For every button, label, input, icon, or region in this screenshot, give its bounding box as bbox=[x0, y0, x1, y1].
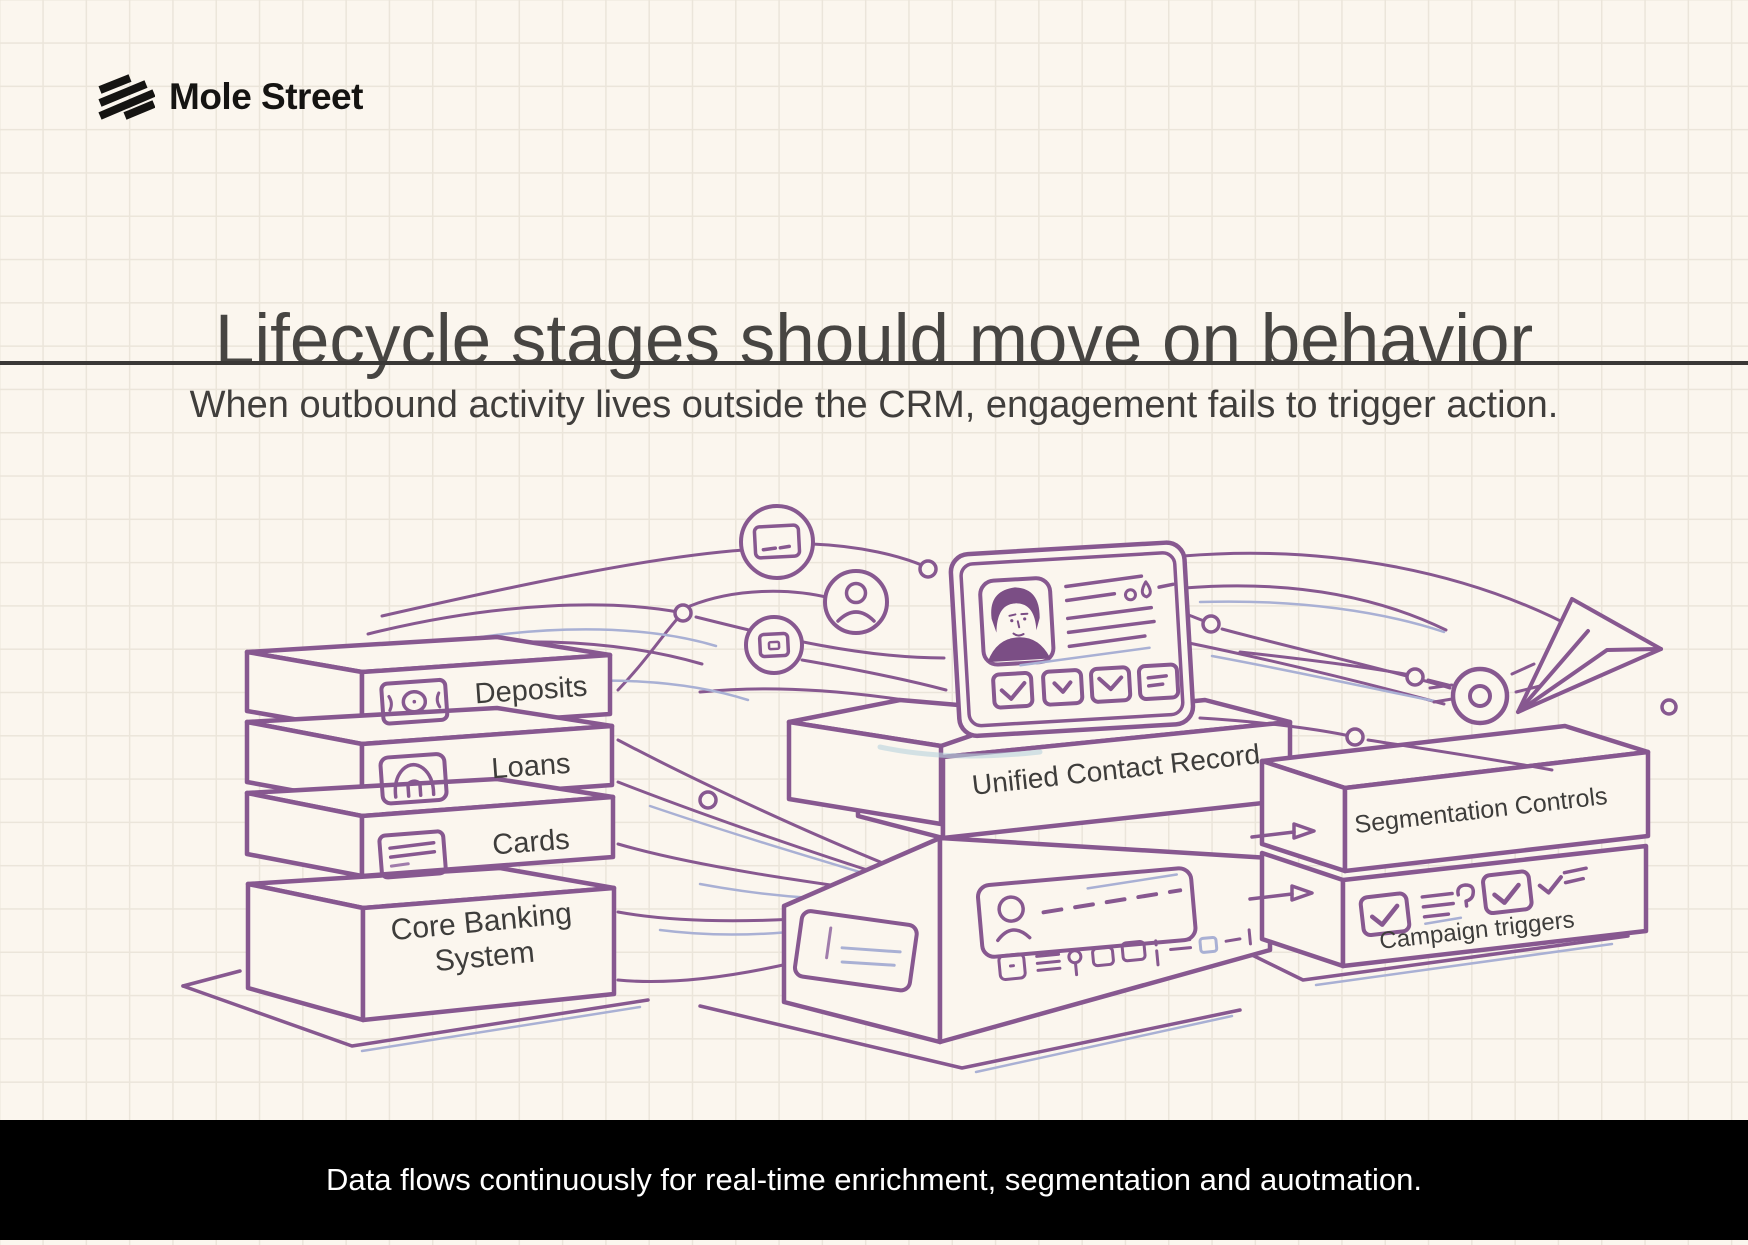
paper-plane-icon bbox=[1510, 597, 1663, 714]
contact-detail-lines bbox=[1019, 574, 1175, 667]
arrow-to-campaign bbox=[1248, 884, 1314, 902]
crm-box-left-plate bbox=[792, 909, 919, 993]
credit-card-icon bbox=[377, 829, 448, 880]
campaign-box bbox=[1259, 843, 1649, 969]
contact-person-icon bbox=[823, 569, 889, 635]
footer-text: Data flows continuously for real-time en… bbox=[326, 1162, 1422, 1197]
floor-platform-accents bbox=[360, 942, 1614, 1074]
floor-platforms bbox=[181, 934, 1630, 1070]
message-card-icon bbox=[739, 504, 815, 580]
house-icon bbox=[378, 752, 449, 806]
target-icon bbox=[1428, 666, 1510, 726]
diagonal-stripes-logo-icon bbox=[98, 74, 155, 120]
footer-bar: Data flows continuously for real-time en… bbox=[0, 1120, 1748, 1240]
logo: Mole Street bbox=[97, 74, 363, 120]
arrow-to-segmentation bbox=[1250, 822, 1316, 840]
title-divider bbox=[0, 361, 1748, 365]
segmentation-box bbox=[1259, 723, 1651, 874]
money-bill-icon bbox=[379, 677, 450, 726]
core-banking-stack bbox=[244, 634, 617, 1023]
label-cards: Cards bbox=[491, 823, 571, 862]
campaign-trigger-icons bbox=[1358, 866, 1588, 938]
over-flow-lines bbox=[1198, 650, 1554, 772]
crm-box bbox=[781, 835, 1273, 1045]
logo-text: Mole Street bbox=[169, 76, 363, 117]
page-title: Lifecycle stages should move on behavior bbox=[214, 300, 1534, 380]
contact-photo bbox=[978, 576, 1056, 667]
crm-contact-row-panel bbox=[976, 866, 1198, 959]
card-shadow bbox=[877, 744, 1043, 759]
label-loans: Loans bbox=[490, 747, 572, 786]
crm-icon-strip bbox=[997, 928, 1252, 982]
browser-window-icon bbox=[744, 615, 804, 675]
subtitle: When outbound activity lives outside the… bbox=[189, 384, 1559, 426]
contact-card bbox=[948, 540, 1196, 739]
contact-card-checkboxes bbox=[991, 662, 1181, 710]
flow-node-dots bbox=[673, 559, 1678, 810]
